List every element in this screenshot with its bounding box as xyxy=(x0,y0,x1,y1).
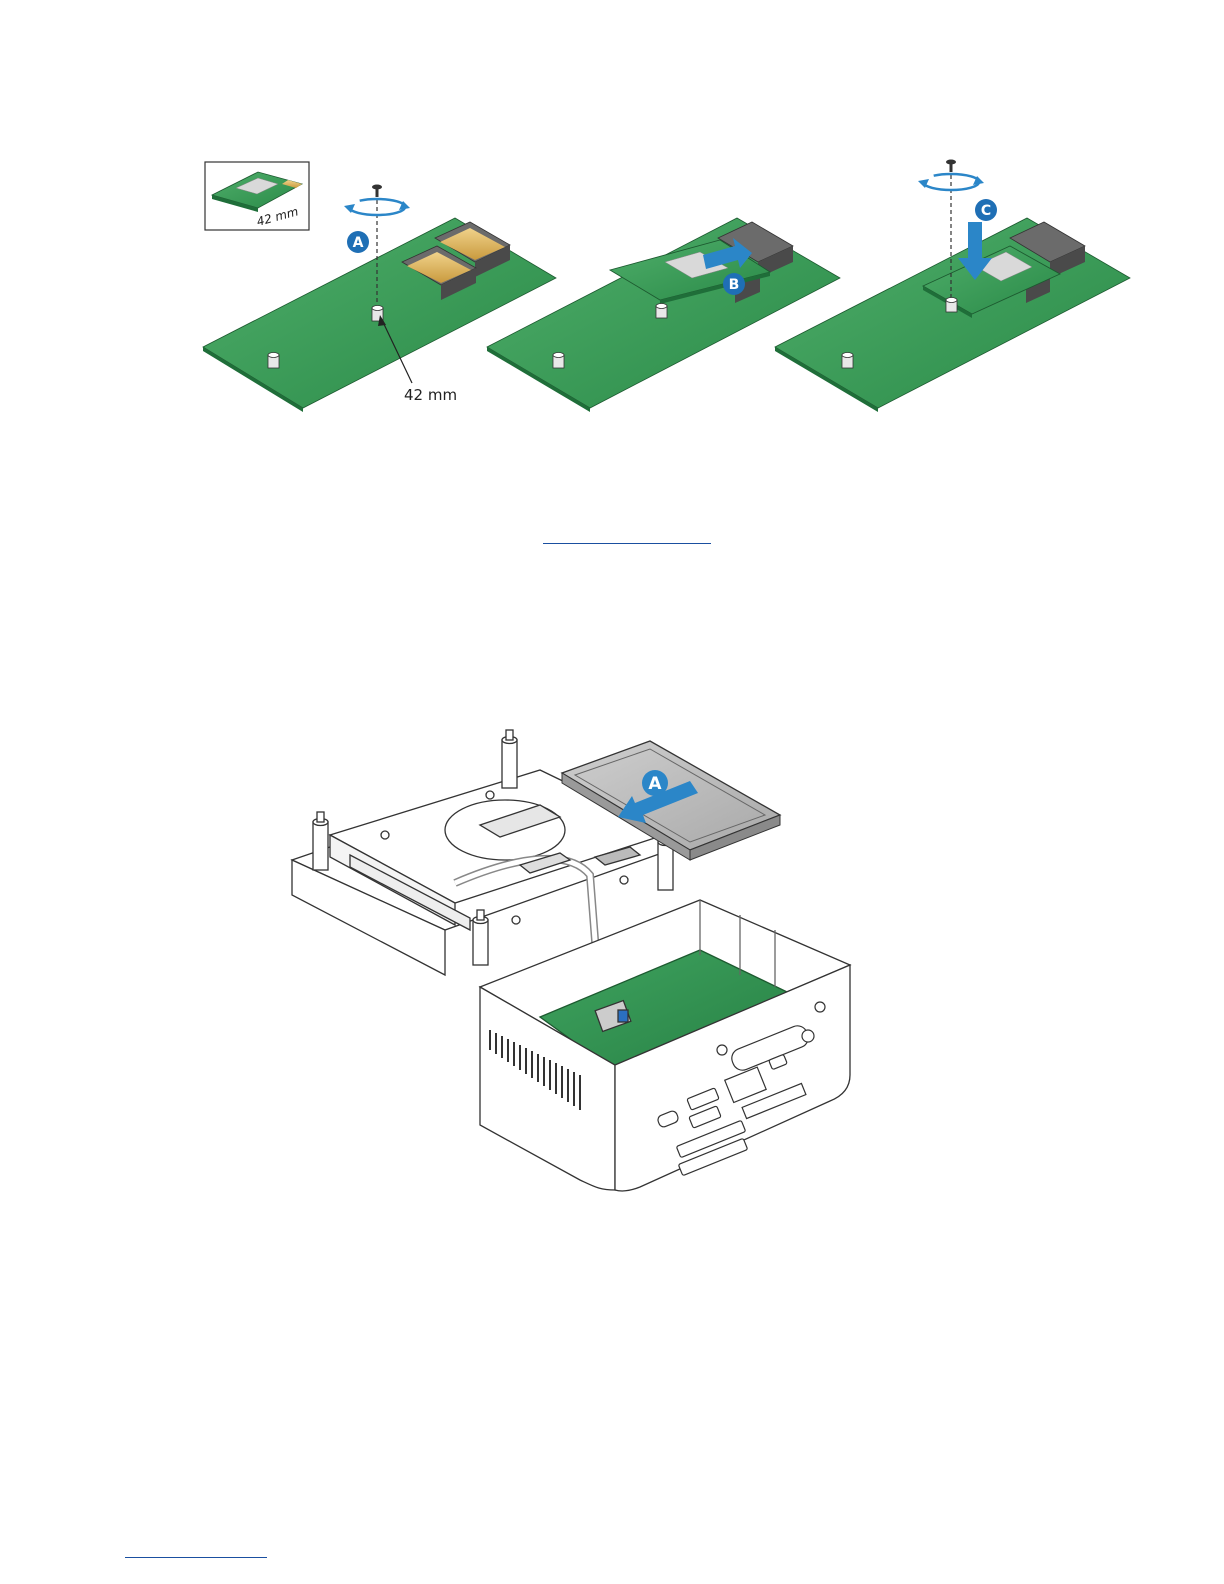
hyperlink-underline[interactable] xyxy=(543,543,711,544)
step-b-panel: B xyxy=(487,218,840,412)
svg-text:A: A xyxy=(648,774,662,794)
mounting-post xyxy=(502,730,517,788)
m2-installation-figure: 42 mm xyxy=(0,150,1224,420)
svg-text:B: B xyxy=(729,277,740,293)
standoff xyxy=(656,304,667,319)
svg-text:C: C xyxy=(981,203,991,219)
step-b-marker: B xyxy=(723,273,745,295)
standoff xyxy=(268,353,279,369)
chassis-body xyxy=(480,900,850,1191)
step-c-panel: C xyxy=(775,160,1130,413)
svg-text:A: A xyxy=(353,235,364,251)
screw-icon xyxy=(946,160,956,173)
standoff xyxy=(553,353,564,369)
inset-m2-card: 42 mm xyxy=(205,162,309,230)
standoff xyxy=(842,353,853,369)
step-a-marker: A xyxy=(347,231,369,253)
step-c-marker: C xyxy=(975,199,997,221)
step-a-marker: A xyxy=(642,770,668,796)
standoff xyxy=(946,298,957,313)
mounting-post xyxy=(473,910,488,965)
standoff-position-label: 42 mm xyxy=(404,386,457,404)
mounting-post xyxy=(313,812,328,870)
screw-icon xyxy=(372,185,382,198)
drive-installation-figure: A xyxy=(0,725,1224,1200)
hyperlink-underline[interactable] xyxy=(125,1557,267,1558)
